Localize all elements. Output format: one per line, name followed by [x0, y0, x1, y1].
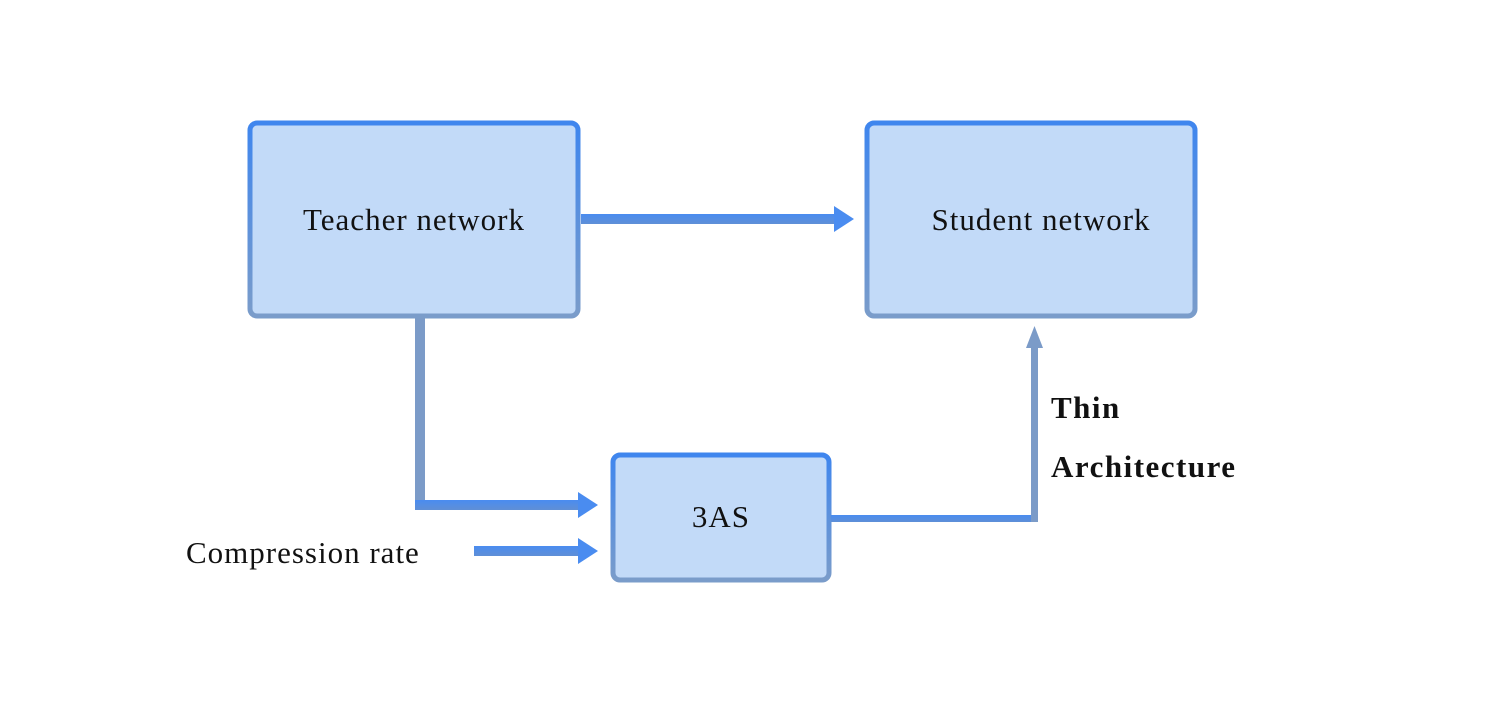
teacher-network-box — [247, 120, 581, 319]
teacher-to-student-arrow — [581, 206, 854, 232]
student-network-label: Student network — [931, 202, 1150, 237]
teacher-network-node: Teacher network — [247, 120, 581, 319]
teacher-to-search-arrow — [415, 318, 598, 518]
search-to-student-arrow — [831, 326, 1043, 522]
teacher-network-label: Teacher network — [303, 202, 525, 237]
compression-rate-label: Compression rate — [186, 535, 420, 570]
compression-to-search-arrow — [474, 538, 598, 564]
thin-architecture-label-line2: Architecture — [1051, 449, 1237, 484]
student-network-node: Student network — [864, 120, 1198, 319]
search-box — [610, 452, 832, 583]
thin-architecture-label-line1: Thin — [1051, 390, 1121, 425]
search-node: 3AS — [610, 452, 832, 583]
student-network-box — [864, 120, 1198, 319]
search-label: 3AS — [692, 499, 750, 534]
